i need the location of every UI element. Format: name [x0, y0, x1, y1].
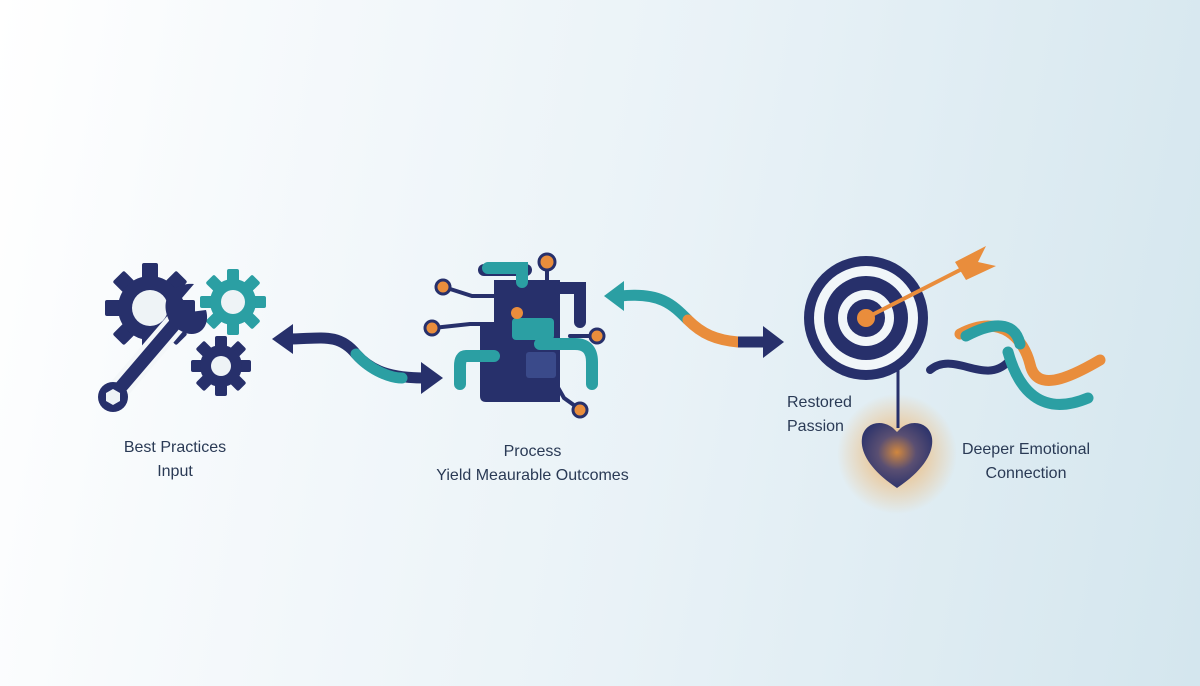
- circuit-node-icon: [537, 252, 557, 272]
- step-label-line: Best Practices: [123, 439, 227, 456]
- step-label-line: Deeper Emotional: [961, 441, 1091, 458]
- circuit-node-icon: [588, 327, 606, 345]
- step-label-passion: Restored Passion: [787, 391, 852, 439]
- circuit-node-icon: [434, 278, 452, 296]
- emotional-waves-icon: [926, 320, 1106, 410]
- step-label-line: Process: [503, 443, 562, 460]
- teal-gear-icon: [200, 269, 266, 335]
- step-label-connection: Deeper Emotional Connection: [950, 438, 1102, 486]
- arrowhead-right-icon: [763, 326, 784, 358]
- step-label-line: Restored: [787, 394, 852, 411]
- gears-wrench-icon: [98, 263, 266, 412]
- connector-arrow-2: [604, 281, 784, 358]
- arrow-fletching-icon: [955, 246, 996, 280]
- circuit-node-icon: [571, 401, 589, 419]
- target-arrow-icon: [804, 246, 996, 380]
- arrowhead-left-icon: [604, 281, 624, 311]
- wrench-icon: [98, 283, 208, 412]
- circuit-node-icon: [423, 319, 441, 337]
- step-label-process: Process Yield Meaurable Outcomes: [410, 440, 655, 488]
- step-label-line: Yield Meaurable Outcomes: [436, 467, 629, 484]
- step-label-input: Best Practices Input: [100, 436, 250, 484]
- connector-arrow-1: [272, 324, 443, 394]
- step-label-line: Input: [157, 463, 193, 480]
- heart-icon: [837, 362, 957, 514]
- arrowhead-left-icon: [272, 324, 293, 354]
- arrowhead-right-icon: [421, 362, 443, 394]
- step-label-line: Connection: [985, 465, 1067, 482]
- circuit-node-icon: [511, 307, 523, 319]
- circuit-chip-icon: [423, 252, 606, 419]
- step-label-line: Passion: [787, 418, 844, 435]
- small-gear-icon: [191, 336, 251, 396]
